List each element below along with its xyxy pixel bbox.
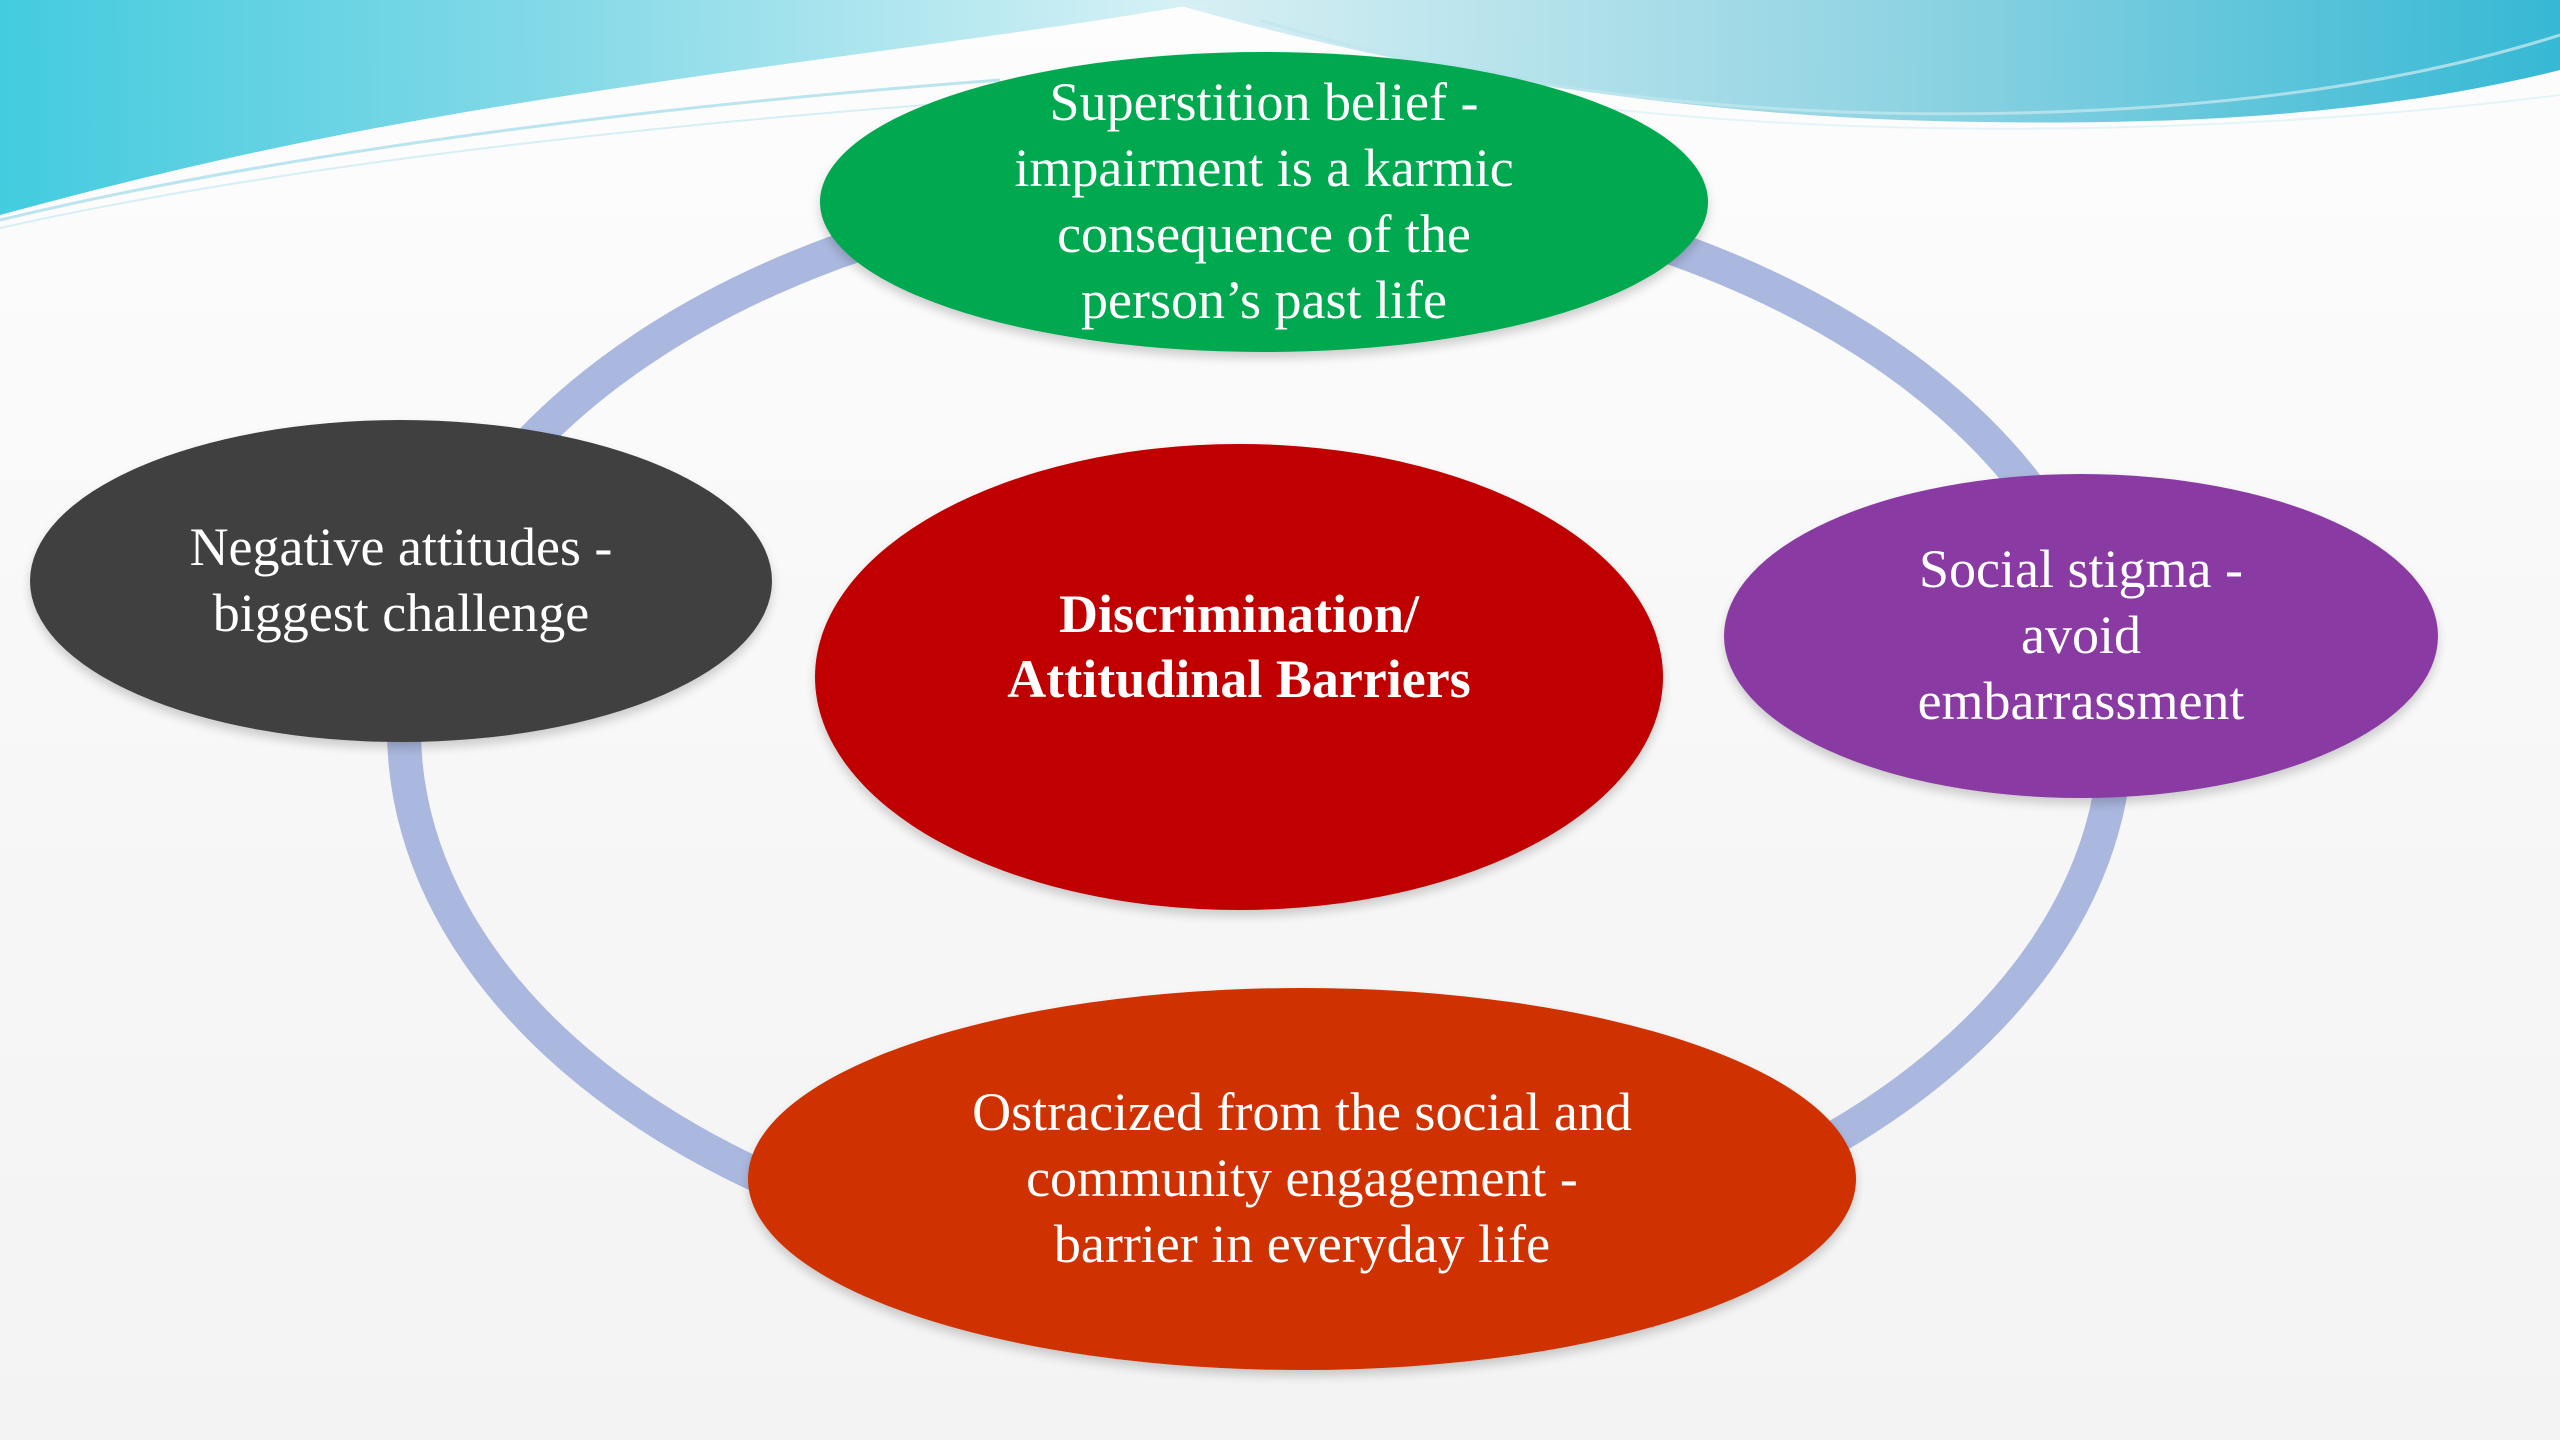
node-superstition-belief-label: Superstition belief - impairment is a ka…: [1014, 72, 1514, 330]
node-superstition-belief: Superstition belief - impairment is a ka…: [820, 52, 1708, 352]
node-negative-attitudes: Negative attitudes - biggest challenge: [30, 420, 772, 742]
node-ostracized: Ostracized from the social and community…: [748, 988, 1856, 1370]
top-left-wave: [0, 0, 1220, 215]
node-ostracized-label: Ostracized from the social and community…: [972, 1082, 1632, 1274]
top-right-wave: [1160, 0, 2560, 123]
node-negative-attitudes-label: Negative attitudes - biggest challenge: [189, 517, 613, 643]
node-discrimination-label: Discrimination/ Attitudinal Barriers: [1007, 584, 1471, 709]
top-left-wave-line: [0, 78, 1001, 222]
node-social-stigma-label: Social stigma - avoid embarrassment: [1917, 539, 2245, 731]
node-discrimination-center: Discrimination/ Attitudinal Barriers: [815, 444, 1663, 910]
node-social-stigma: Social stigma - avoid embarrassment: [1724, 474, 2438, 798]
